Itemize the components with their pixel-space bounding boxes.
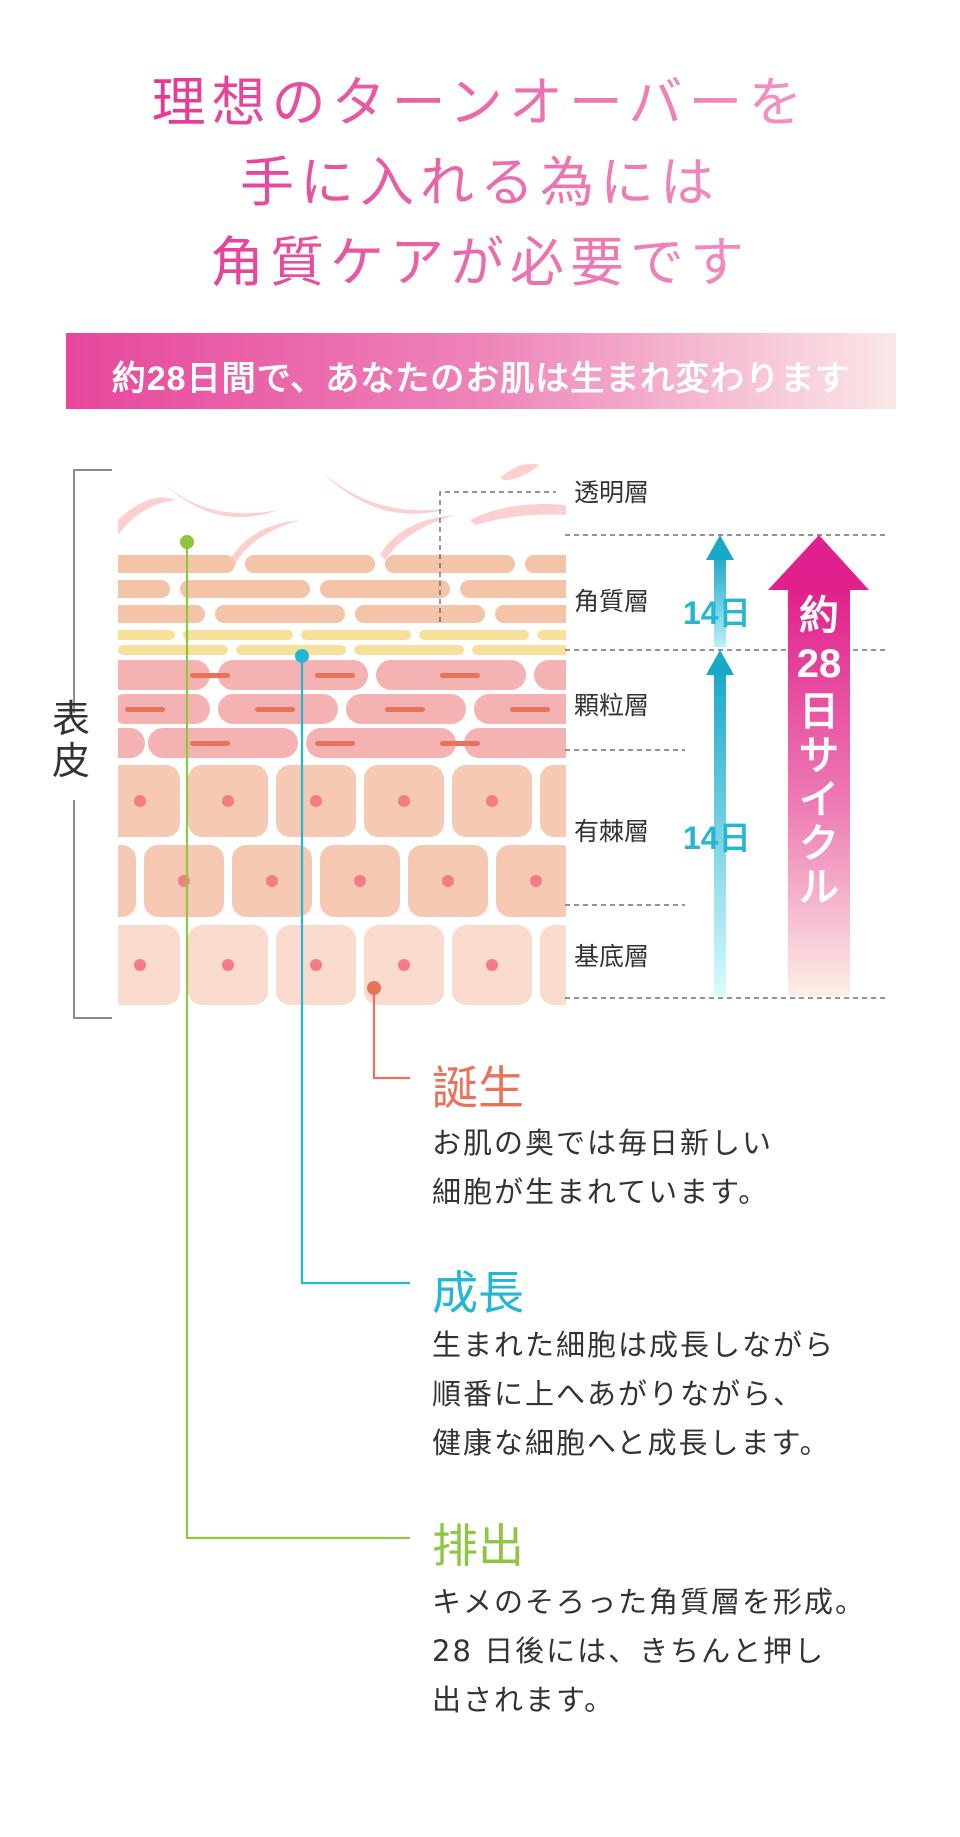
stage-growth-text-2: 順番に上へあがりながら、 (432, 1377, 805, 1411)
cycle-banner-text: 約28日間で、あなたのお肌は生まれ変わります (111, 360, 851, 398)
stage-excretion-text-3: 出されます。 (432, 1683, 616, 1717)
lower-14-day-arrow (706, 650, 734, 996)
stage-excretion-text-2: 28 日後には、きちんと押し (432, 1634, 826, 1668)
epidermis-label-top: 表 (52, 697, 91, 741)
stage-birth-text-2: 細胞が生まれています。 (432, 1175, 770, 1209)
stage-birth-heading: 誕生 (432, 1061, 524, 1115)
stage-growth-heading: 成長 (432, 1266, 524, 1320)
birth-marker-dot (367, 981, 381, 995)
cycle-label-1: 約 (799, 594, 839, 638)
page-title-line-1: 理想のターンオーバーを (0, 58, 960, 137)
birth-leader-line (372, 988, 410, 1080)
stage-growth-text-1: 生まれた細胞は成長しながら (432, 1328, 836, 1362)
spinous-layer-cells (118, 765, 566, 917)
cell-nuclei (134, 795, 542, 971)
page-title-line-3: 角質ケアが必要です (0, 218, 960, 297)
growth-leader-line (300, 657, 410, 1285)
epidermis-bracket (73, 469, 112, 1019)
layer-separators (439, 491, 885, 999)
cycle-label-3: 日サイクル (799, 690, 839, 910)
granular-layer-nuclei (125, 673, 550, 746)
horny-layer-yellow (118, 630, 566, 655)
layer-label-spinous: 有棘層 (574, 817, 650, 846)
cycle-banner: 約28日間で、あなたのお肌は生まれ変わります (66, 333, 896, 409)
upper-14-day-arrow (706, 535, 734, 647)
layer-label-clear: 透明層 (574, 478, 650, 507)
stage-birth-text-1: お肌の奥では毎日新しい (432, 1126, 774, 1160)
epidermis-label-bottom: 皮 (52, 739, 91, 783)
stage-excretion-heading: 排出 (432, 1519, 524, 1573)
stage-growth-text-3: 健康な細胞へと成長します。 (432, 1426, 831, 1460)
cycle-label-2: 28 (796, 642, 842, 686)
excretion-marker-dot (180, 535, 194, 549)
basal-layer-cells (118, 925, 566, 1005)
horny-layer-cells (118, 555, 566, 623)
page-title-line-2: 手に入れる為には (0, 138, 960, 217)
excretion-leader-line (185, 542, 410, 1540)
layer-label-basal: 基底層 (574, 942, 650, 971)
stage-excretion-text-1: キメのそろった角質層を形成。 (432, 1585, 867, 1619)
growth-marker-dot (295, 649, 309, 663)
layer-label-horny: 角質層 (574, 587, 650, 616)
cycle-arrow (768, 535, 869, 996)
clear-layer-flakes (118, 463, 566, 565)
layer-label-granular: 顆粒層 (574, 691, 650, 720)
duration-upper-label: 14日 (683, 595, 751, 631)
skin-cells (118, 463, 566, 1005)
stage-leader-lines (185, 542, 410, 1540)
duration-lower-label: 14日 (683, 820, 751, 856)
